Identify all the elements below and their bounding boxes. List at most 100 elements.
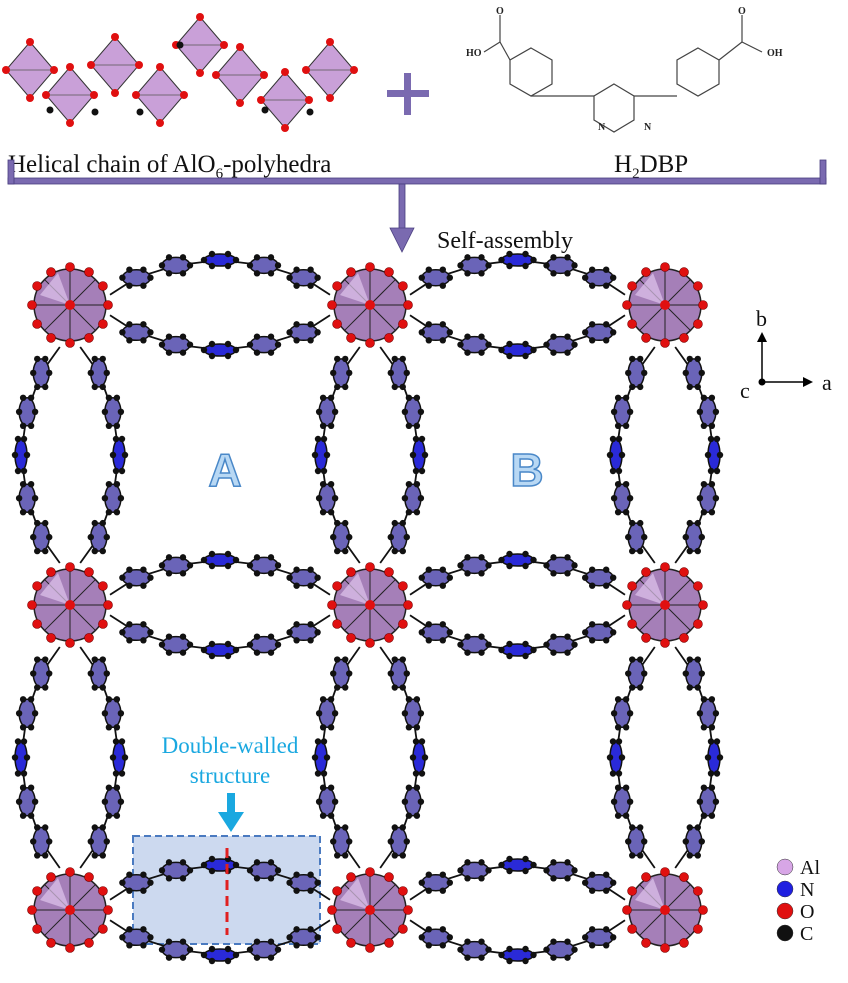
annotation-line2: structure — [190, 763, 270, 788]
carbon-atom — [179, 875, 187, 882]
carbon-atom — [165, 570, 173, 577]
carbon-atom — [140, 621, 147, 628]
carbon-atom — [274, 341, 282, 348]
oxygen-atom — [622, 300, 632, 310]
carbon-atom — [399, 355, 406, 363]
carbon-atom — [446, 934, 453, 941]
phenyl-ring — [457, 333, 492, 356]
carbon-atom — [694, 824, 701, 831]
carbon-atom — [708, 394, 716, 401]
carbon-atom — [614, 394, 622, 401]
carbon-atom — [498, 556, 505, 564]
carbon-atom — [713, 467, 721, 475]
ring-body — [121, 268, 152, 287]
phenyl-ring — [330, 656, 353, 691]
carbon-atom — [614, 696, 622, 703]
phenyl-ring — [15, 696, 39, 731]
carbon-atom — [346, 533, 353, 541]
oxygen-atom — [698, 905, 708, 915]
phenyl-ring — [87, 656, 110, 691]
carbon-atom — [641, 533, 648, 541]
carbon-atom — [232, 861, 240, 869]
carbon-atom — [522, 550, 529, 558]
carbon-atom — [126, 942, 133, 949]
carbon-atom — [637, 824, 644, 831]
carbon-atom — [418, 574, 425, 581]
carbon-atom — [439, 926, 446, 933]
ring-body — [203, 253, 237, 267]
carbon-atom — [208, 652, 216, 660]
carbon-atom — [121, 451, 129, 459]
carbon-atom — [105, 724, 113, 731]
carbon-atom — [464, 859, 471, 866]
ring-body — [500, 858, 535, 872]
carbon-atom — [99, 852, 106, 859]
carbon-atom — [140, 282, 147, 289]
carbon-atom — [522, 352, 529, 360]
carbon-atom — [506, 867, 513, 875]
pyrimidine-ring — [11, 738, 31, 777]
oxygen-atom — [236, 43, 244, 51]
oxygen-atom — [365, 262, 375, 272]
phenyl-ring — [418, 871, 453, 894]
phenyl-ring — [286, 321, 321, 344]
carbon-atom — [99, 656, 106, 663]
phenyl-ring — [457, 554, 492, 577]
carbon-atom — [293, 637, 300, 644]
polyhedron-edge — [69, 304, 96, 331]
carbon-atom — [342, 656, 349, 663]
phenyl-ring — [246, 859, 282, 882]
carbon-atom — [399, 519, 406, 527]
carbon-atom — [342, 824, 349, 831]
oxygen-atom — [641, 333, 651, 343]
carbon-atom — [564, 254, 571, 261]
polyhedron-edge — [664, 604, 691, 631]
carbon-atom — [140, 926, 147, 933]
carbon-atom — [391, 852, 398, 859]
carbon-atom — [286, 934, 293, 941]
phenyl-ring — [30, 519, 53, 555]
carbon-atom — [478, 633, 485, 640]
phenyl-ring — [418, 621, 453, 644]
polyhedron-face — [40, 878, 70, 910]
oxygen-atom — [398, 924, 408, 934]
carbon-atom — [603, 266, 610, 273]
carbon-atom — [399, 684, 406, 691]
phenyl-ring — [582, 566, 617, 589]
carbon-atom — [319, 509, 327, 516]
carbon-atom — [439, 942, 446, 949]
ring-body — [500, 948, 535, 962]
phenyl-ring — [330, 355, 353, 391]
oxygen-atom — [65, 300, 75, 310]
carbon-atom — [19, 812, 27, 819]
carbon-atom — [319, 394, 327, 401]
oxygen-atom — [32, 319, 42, 329]
carbon-atom — [186, 341, 194, 348]
carbon-atom — [506, 945, 513, 953]
pyrimidine-ring — [109, 738, 129, 777]
oxygen-atom — [398, 281, 408, 291]
oxygen-atom — [87, 61, 95, 69]
phenyl-ring — [158, 554, 194, 577]
carbon-atom — [232, 556, 240, 564]
oxygen-atom — [98, 319, 108, 329]
carbon-atom — [179, 349, 187, 356]
carbon-atom — [158, 262, 166, 269]
ring-body — [203, 553, 237, 567]
oxygen-atom — [660, 600, 670, 610]
carbon-atom — [19, 481, 27, 488]
carbon-atom — [708, 812, 716, 819]
carbon-atom — [186, 946, 194, 953]
carbon-atom — [314, 934, 321, 941]
carbon-atom — [118, 467, 126, 475]
pyrimidine-ring — [498, 855, 537, 875]
carbon-atom — [140, 942, 147, 949]
oxygen-atom — [65, 638, 75, 648]
carbon-atom — [19, 394, 27, 401]
carbon-atom — [165, 649, 173, 656]
carbon-atom — [637, 519, 644, 527]
carbon-atom — [46, 106, 54, 114]
carbon-atom — [550, 570, 557, 577]
carbon-atom — [87, 533, 94, 541]
carbon-atom — [31, 408, 39, 415]
